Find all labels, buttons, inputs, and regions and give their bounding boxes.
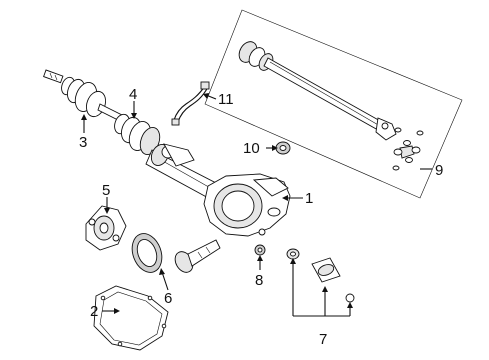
driveshaft (238, 41, 424, 171)
seal (275, 141, 291, 155)
driveshaft-kit-box (204, 9, 463, 199)
sensor-harness (171, 81, 210, 126)
callout-labels: 1 2 3 4 5 6 7 8 9 10 11 (79, 86, 443, 348)
axle-housing (145, 143, 291, 237)
callout-4: 4 (129, 86, 137, 103)
callout-6: 6 (164, 290, 172, 307)
differential-cover (93, 285, 169, 351)
differential-case (85, 205, 127, 251)
ring-and-pinion (131, 233, 221, 273)
callout-5: 5 (102, 182, 110, 199)
inner-cv-joint (114, 113, 161, 155)
callout-9: 9 (435, 162, 443, 179)
callout-8: 8 (255, 272, 263, 289)
leader-lines (81, 93, 432, 317)
axle-shaft-parts (286, 248, 355, 303)
outer-cv-axle (43, 69, 125, 123)
callout-11: 11 (218, 91, 234, 108)
callout-7: 7 (319, 331, 327, 348)
callout-10: 10 (243, 140, 260, 157)
callout-2: 2 (90, 303, 98, 320)
bushing (254, 244, 266, 256)
callout-3: 3 (79, 134, 87, 151)
callout-1: 1 (305, 190, 313, 207)
